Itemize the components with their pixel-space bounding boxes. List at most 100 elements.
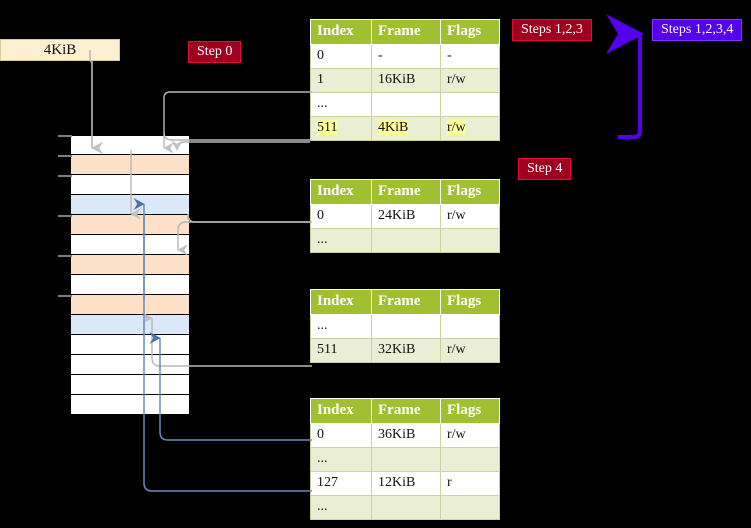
cell-value: 24KiB bbox=[378, 208, 416, 223]
table-cell: 0 bbox=[310, 44, 372, 69]
table-cell: r/w bbox=[440, 204, 500, 229]
cell-value: ... bbox=[317, 451, 328, 466]
column-header-index: Index bbox=[310, 19, 372, 45]
memory-frame-row bbox=[70, 215, 190, 235]
cell-value: - bbox=[378, 48, 383, 63]
cell-value: ... bbox=[317, 232, 328, 247]
table-cell: ... bbox=[310, 92, 372, 117]
table-cell: 12KiB bbox=[371, 471, 441, 496]
table-cell: r/w bbox=[440, 116, 500, 141]
memory-frame-row bbox=[70, 355, 190, 375]
table-cell bbox=[440, 447, 500, 472]
table-cell bbox=[371, 495, 441, 520]
memory-size-label: 4KiB bbox=[43, 42, 77, 58]
table-cell: 32KiB bbox=[371, 338, 441, 363]
cell-value: 36KiB bbox=[378, 427, 416, 442]
cell-value: 127 bbox=[317, 475, 338, 490]
table-cell: r bbox=[440, 471, 500, 496]
table-cell bbox=[371, 92, 441, 117]
table-cell: ... bbox=[310, 447, 372, 472]
memory-frame-row bbox=[70, 315, 190, 335]
table-row: 0-- bbox=[310, 44, 500, 69]
column-header-frame: Frame bbox=[371, 19, 441, 45]
table-row: ... bbox=[310, 314, 500, 339]
column-header-index: Index bbox=[310, 398, 372, 424]
column-header-flags: Flags bbox=[440, 289, 500, 315]
step-badge-step4: Step 4 bbox=[518, 158, 572, 180]
table-cell bbox=[440, 228, 500, 253]
table-cell: ... bbox=[310, 314, 372, 339]
table-cell: 127 bbox=[310, 471, 372, 496]
memory-frame-row bbox=[70, 235, 190, 255]
wire-table1-frame-arrow bbox=[176, 141, 310, 156]
memory-frame-row bbox=[70, 255, 190, 275]
memory-frame-row bbox=[70, 375, 190, 395]
memory-frame-row bbox=[70, 175, 190, 195]
table-cell: - bbox=[371, 44, 441, 69]
memory-frame-tick bbox=[58, 175, 72, 177]
table-cell bbox=[440, 314, 500, 339]
memory-frame-row bbox=[70, 335, 190, 355]
memory-frame-row bbox=[70, 275, 190, 295]
cell-value: 0 bbox=[317, 208, 324, 223]
table-cell: 4KiB bbox=[371, 116, 441, 141]
table-cell: 511 bbox=[310, 116, 372, 141]
cell-value: 32KiB bbox=[378, 342, 416, 357]
cell-value: ... bbox=[317, 96, 328, 111]
cell-value: r/w bbox=[447, 427, 466, 442]
table-cell bbox=[440, 495, 500, 520]
cell-value: 511 bbox=[317, 342, 338, 357]
column-header-index: Index bbox=[310, 179, 372, 205]
table-cell bbox=[371, 447, 441, 472]
step-badge-steps1234: Steps 1,2,3,4 bbox=[652, 19, 743, 41]
table-row: ... bbox=[310, 92, 500, 117]
memory-frame-row bbox=[70, 135, 190, 155]
cell-value: r bbox=[447, 475, 452, 490]
cell-value: 1 bbox=[317, 72, 324, 87]
table-cell bbox=[371, 314, 441, 339]
memory-size-box: 4KiB bbox=[0, 39, 120, 61]
table-row: ... bbox=[310, 447, 500, 472]
table-cell: r/w bbox=[440, 423, 500, 448]
memory-frame-row bbox=[70, 195, 190, 215]
table-row: 511 4KiB r/w bbox=[310, 116, 500, 141]
cell-value: 12KiB bbox=[378, 475, 416, 490]
memory-frame-tick bbox=[58, 255, 72, 257]
cell-value: r/w bbox=[447, 208, 466, 223]
table-cell: 1 bbox=[310, 68, 372, 93]
table-row: 1 16KiB r/w bbox=[310, 68, 500, 93]
cell-value: r/w bbox=[447, 120, 466, 135]
memory-frame-row bbox=[70, 155, 190, 175]
table-cell: 24KiB bbox=[371, 204, 441, 229]
table-cell: ... bbox=[310, 495, 372, 520]
cell-value: 4KiB bbox=[378, 120, 409, 135]
step-badge-steps123: Steps 1,2,3 bbox=[512, 19, 592, 41]
table-row: ... bbox=[310, 495, 500, 520]
table-cell: 36KiB bbox=[371, 423, 441, 448]
table-row: 0 24KiB r/w bbox=[310, 204, 500, 229]
table-cell: 16KiB bbox=[371, 68, 441, 93]
cell-value: 511 bbox=[317, 120, 338, 135]
step-badge-step0: Step 0 bbox=[188, 41, 242, 63]
cell-value: r/w bbox=[447, 72, 466, 87]
cell-value: 0 bbox=[317, 48, 324, 63]
cell-value: ... bbox=[317, 499, 328, 514]
cell-value: ... bbox=[317, 318, 328, 333]
memory-frame-tick bbox=[58, 295, 72, 297]
memory-frame-row bbox=[70, 295, 190, 315]
memory-frame-row bbox=[70, 395, 190, 415]
column-header-flags: Flags bbox=[440, 398, 500, 424]
table-row: 127 12KiB r bbox=[310, 471, 500, 496]
cell-value: 16KiB bbox=[378, 72, 416, 87]
column-header-flags: Flags bbox=[440, 19, 500, 45]
table-cell bbox=[440, 92, 500, 117]
